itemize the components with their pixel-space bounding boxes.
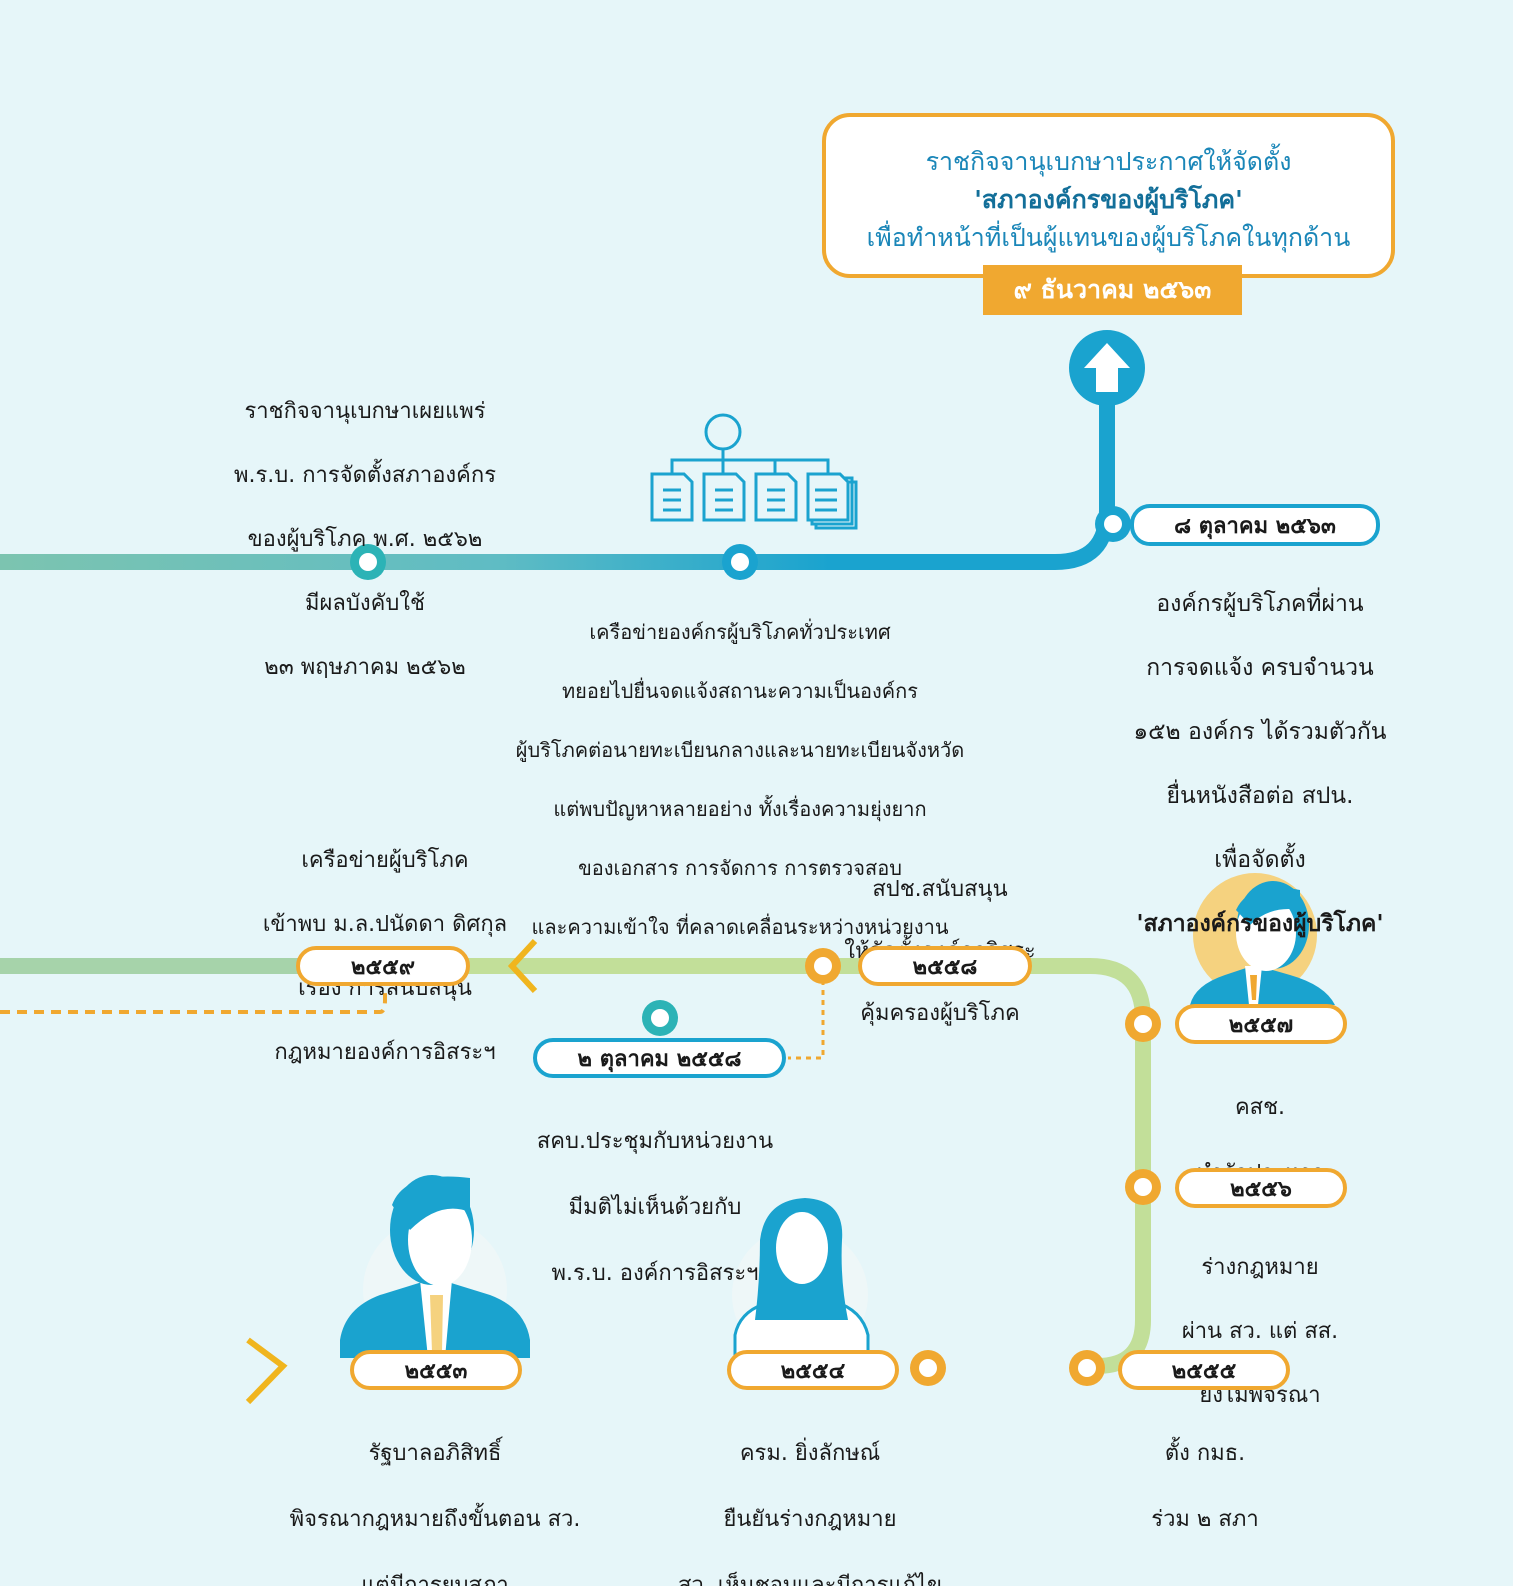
event-oct2558-text: สคบ.ประชุมกับหน่วยงาน มีมติไม่เห็นด้วยกั… [536, 1129, 774, 1286]
announcement-box: ราชกิจจานุเบกษาประกาศให้จัดตั้ง 'สภาองค์… [822, 113, 1395, 278]
dashed-connector-2 [788, 960, 825, 1060]
node-dot [722, 544, 758, 580]
date-pill-oct2563: ๘ ตุลาคม ๒๕๖๓ [1130, 504, 1380, 546]
date-pill-oct2558: ๒ ตุลาคม ๒๕๕๘ [533, 1038, 786, 1078]
event-2554-text: ครม. ยิ่งลักษณ์ ยืนยันร่างกฎหมาย สว. เห็… [677, 1441, 942, 1586]
event-2553-text: รัฐบาลอภิสิทธิ์ พิจรณากฎหมายถึงขั้นตอน ส… [289, 1441, 581, 1586]
person-icon [340, 1175, 530, 1362]
node-dot [350, 544, 386, 580]
announcement-line3: เพื่อทำหน้าที่เป็นผู้แทนของผู้บริโภคในทุ… [866, 223, 1351, 252]
chevron-left-icon [507, 938, 538, 994]
person-icon [1190, 873, 1335, 1005]
org-chart-icon [650, 413, 858, 530]
dashed-connector-1 [0, 990, 387, 1014]
arrow-up-icon [1069, 330, 1145, 406]
person-icon [732, 1198, 870, 1363]
node-dot [642, 1000, 678, 1036]
announcement-date: ๙ ธันวาคม ๒๕๖๓ [983, 265, 1242, 315]
node-dot [1125, 1169, 1161, 1205]
event-2556-text: ร่างกฎหมาย ผ่าน สว. แต่ สส. ยังไม่พิจรณา [1181, 1255, 1339, 1408]
event-network-text: เครือข่ายองค์กรผู้บริโภคทั่วประเทศ ทยอยไ… [515, 619, 965, 939]
node-dot [805, 948, 841, 984]
year-pill-2555: ๒๕๕๕ [1118, 1350, 1290, 1390]
chevron-right-icon [245, 1337, 288, 1405]
year-pill-2556: ๒๕๕๖ [1175, 1168, 1347, 1208]
node-dot [1125, 1006, 1161, 1042]
year-pill-2558: ๒๕๕๘ [858, 946, 1032, 986]
announcement-line2: 'สภาองค์กรของผู้บริโภค' [974, 185, 1243, 214]
event-2562-text: ราชกิจจานุเบกษาเผยแพร่ พ.ร.บ. การจัดตั้ง… [233, 399, 497, 680]
year-pill-2553: ๒๕๕๓ [350, 1350, 522, 1390]
year-pill-2557: ๒๕๕๗ [1175, 1004, 1347, 1044]
node-dot [1069, 1350, 1105, 1386]
year-pill-2559: ๒๕๕๙ [296, 946, 470, 986]
node-dot [910, 1350, 946, 1386]
node-dot [1095, 506, 1131, 542]
event-2555-text: ตั้ง กมธ. ร่วม ๒ สภา [1151, 1441, 1259, 1532]
announcement-line1: ราชกิจจานุเบกษาประกาศให้จัดตั้ง [925, 147, 1292, 176]
event-oct2563-text: องค์กรผู้บริโภคที่ผ่าน การจดแจ้ง ครบจำนว… [1133, 591, 1387, 937]
track-row1 [0, 395, 1115, 570]
year-pill-2554: ๒๕๕๔ [727, 1350, 899, 1390]
